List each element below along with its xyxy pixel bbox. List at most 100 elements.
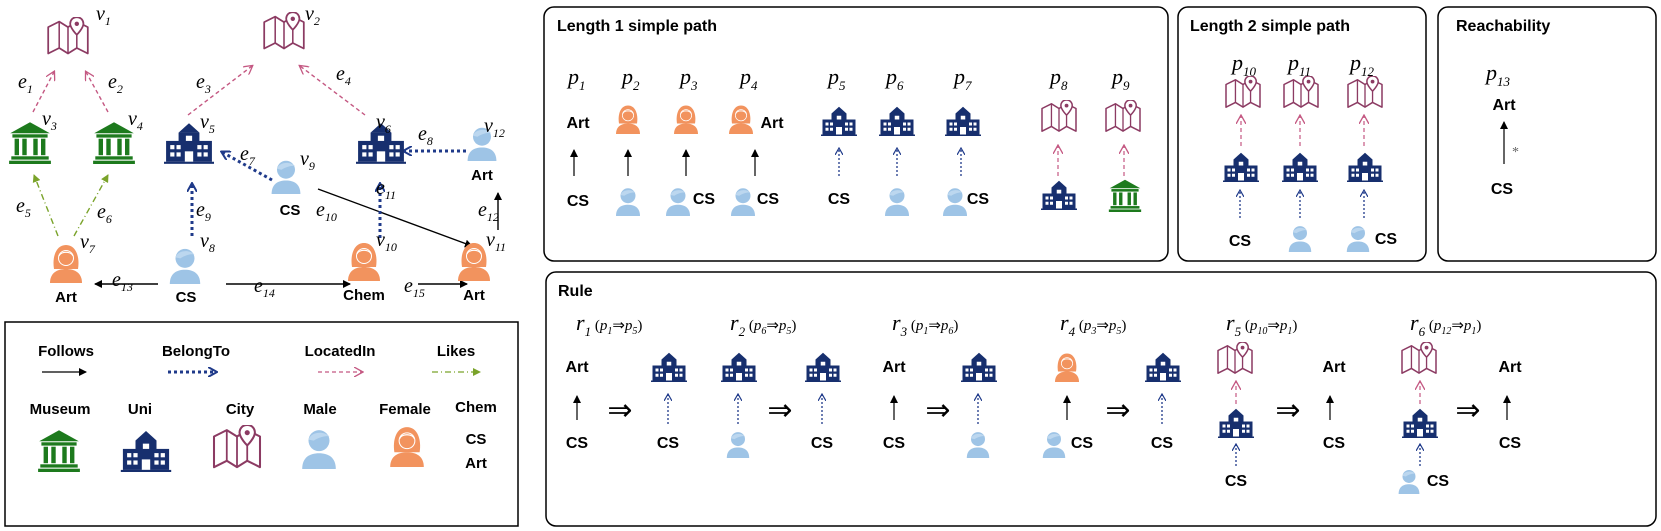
path-p10-bottom-label: CS: [1229, 233, 1252, 250]
rule-r1-art-label: Art: [565, 359, 589, 376]
rule-r3-implies: ⇒: [925, 394, 950, 427]
panel-rule-box: [545, 271, 1657, 527]
rule-r1-header: r1 (p1⇒p5): [576, 310, 642, 339]
edge-e4: [300, 66, 366, 116]
edge-e10: [317, 188, 473, 248]
node-v8-male-icon: [169, 248, 201, 284]
panel-length2-box: [1177, 6, 1427, 262]
rule-r4-header: r4 (p3⇒p5): [1060, 310, 1126, 339]
rule-r5-cs-lhs-label: CS: [1225, 473, 1248, 490]
rule-r2-male-icon: [726, 432, 750, 458]
rule-r1-uni-icon: [651, 352, 687, 382]
rule-r4-uni-icon: [1145, 352, 1181, 382]
rule-r4-cs-rhs-label: CS: [1151, 435, 1174, 452]
panel-rule: Rule r1 (p1⇒p5) r2 (p6⇒p5) r3 (p1⇒p6) r4…: [545, 271, 1657, 527]
path-p2-id: p2: [620, 64, 640, 93]
path-p13-bottom-label: CS: [1491, 181, 1514, 198]
panel-rule-title: Rule: [558, 283, 593, 300]
path-p8-uni-icon: [1041, 180, 1077, 210]
graph: v1 v2 v3 v4 v5 v6 v7 v8 v9 v10 v11 v12 A…: [9, 3, 506, 306]
panel-length1: Length 1 simple path p1 p2 p3 p4 p5 p6 p…: [543, 6, 1169, 262]
legend-belongto-label: BelongTo: [162, 343, 230, 360]
path-p10-uni-icon: [1223, 152, 1259, 182]
path-p7-uni-icon: [945, 106, 981, 136]
rule-r6-uni-icon: [1402, 408, 1438, 438]
rule-r6-city-icon: [1401, 342, 1437, 374]
rule-r5-implies: ⇒: [1275, 394, 1300, 427]
rule-r3-male-icon: [966, 432, 990, 458]
node-v11-label: Art: [463, 287, 485, 304]
legend-female-icon: [389, 426, 425, 468]
edge-e5: [32, 174, 59, 237]
rule-r6-implies: ⇒: [1455, 394, 1480, 427]
legend-museum-label: Museum: [30, 401, 91, 418]
rule-r2-uni-icon-rhs: [805, 352, 841, 382]
path-p8-city-icon: [1041, 100, 1077, 132]
path-p1-bottom-label: CS: [567, 193, 590, 210]
node-v1-city-icon: [47, 17, 89, 55]
path-p7-bottom-label: CS: [967, 191, 990, 208]
path-p2-male-icon: [616, 188, 640, 216]
path-p4-top-label: Art: [760, 115, 784, 132]
path-p10-city-icon: [1225, 76, 1261, 108]
path-p12-bottom-label: CS: [1375, 231, 1398, 248]
panel-reachability: Reachability p13 Art * CS: [1437, 6, 1657, 262]
path-p5-bottom-label: CS: [828, 191, 851, 208]
node-v10-id: v10: [376, 229, 397, 254]
panel-length2-title: Length 2 simple path: [1190, 18, 1350, 35]
edge-e15-label: e15: [404, 275, 425, 300]
path-p3-bottom-label: CS: [693, 191, 716, 208]
legend-uni-label: Uni: [128, 401, 152, 418]
edge-e1-label: e1: [18, 71, 33, 96]
path-p9-museum-icon: [1108, 179, 1142, 212]
path-p10-id: p10: [1230, 50, 1257, 79]
node-v11-id: v11: [486, 229, 506, 254]
legend-male-label: Male: [303, 401, 336, 418]
edge-e4-label: e4: [336, 63, 351, 88]
path-p1-top-label: Art: [566, 115, 590, 132]
path-p4-bottom-label: CS: [757, 191, 780, 208]
rule-r2-implies: ⇒: [767, 394, 792, 427]
panel-reach-title: Reachability: [1456, 18, 1550, 35]
rule-r3-cs-label: CS: [883, 435, 906, 452]
rule-r5-header: r5 (p10⇒p1): [1226, 310, 1297, 339]
rule-r4-male-icon: [1042, 432, 1066, 458]
node-v5-id: v5: [200, 111, 215, 136]
rule-r1-cs-rhs-label: CS: [657, 435, 680, 452]
legend-label-cs: CS: [466, 431, 487, 448]
edge-e6-label: e6: [97, 201, 112, 226]
path-p1-id: p1: [566, 64, 586, 93]
path-p5-id: p5: [826, 64, 846, 93]
rule-r1-implies: ⇒: [607, 394, 632, 427]
legend-city-label: City: [226, 401, 255, 418]
path-p12-male-icon: [1346, 226, 1370, 252]
rule-r4-female-icon: [1054, 352, 1080, 383]
path-p4-male-icon: [731, 188, 755, 216]
node-v10-label: Chem: [343, 287, 385, 304]
path-p9-id: p9: [1110, 64, 1130, 93]
path-p11-city-icon: [1283, 76, 1319, 108]
edge-e2: [86, 72, 109, 113]
node-v8-label: CS: [176, 289, 197, 306]
path-p5-uni-icon: [821, 106, 857, 136]
path-p6-male-icon: [885, 188, 909, 216]
legend-male-icon: [302, 430, 336, 469]
legend-label-chem: Chem: [455, 399, 497, 416]
edge-e9-label: e9: [196, 199, 211, 224]
path-p7-id: p7: [952, 64, 972, 93]
rule-r4-implies: ⇒: [1105, 394, 1130, 427]
edge-e1: [32, 72, 54, 113]
path-p12-id: p12: [1348, 50, 1375, 79]
node-v3-id: v3: [42, 108, 57, 133]
edge-e7-label: e7: [240, 143, 256, 168]
path-p13-top-label: Art: [1492, 97, 1516, 114]
edge-e13-label: e13: [112, 269, 133, 294]
node-v9-label: CS: [280, 202, 301, 219]
edge-e8-label: e8: [418, 123, 433, 148]
node-v4-id: v4: [128, 108, 143, 133]
node-v7-female-icon: [49, 244, 83, 284]
rule-r6-male-icon: [1398, 469, 1420, 494]
node-v9-male-icon: [271, 160, 301, 194]
node-v2-id: v2: [305, 3, 320, 28]
